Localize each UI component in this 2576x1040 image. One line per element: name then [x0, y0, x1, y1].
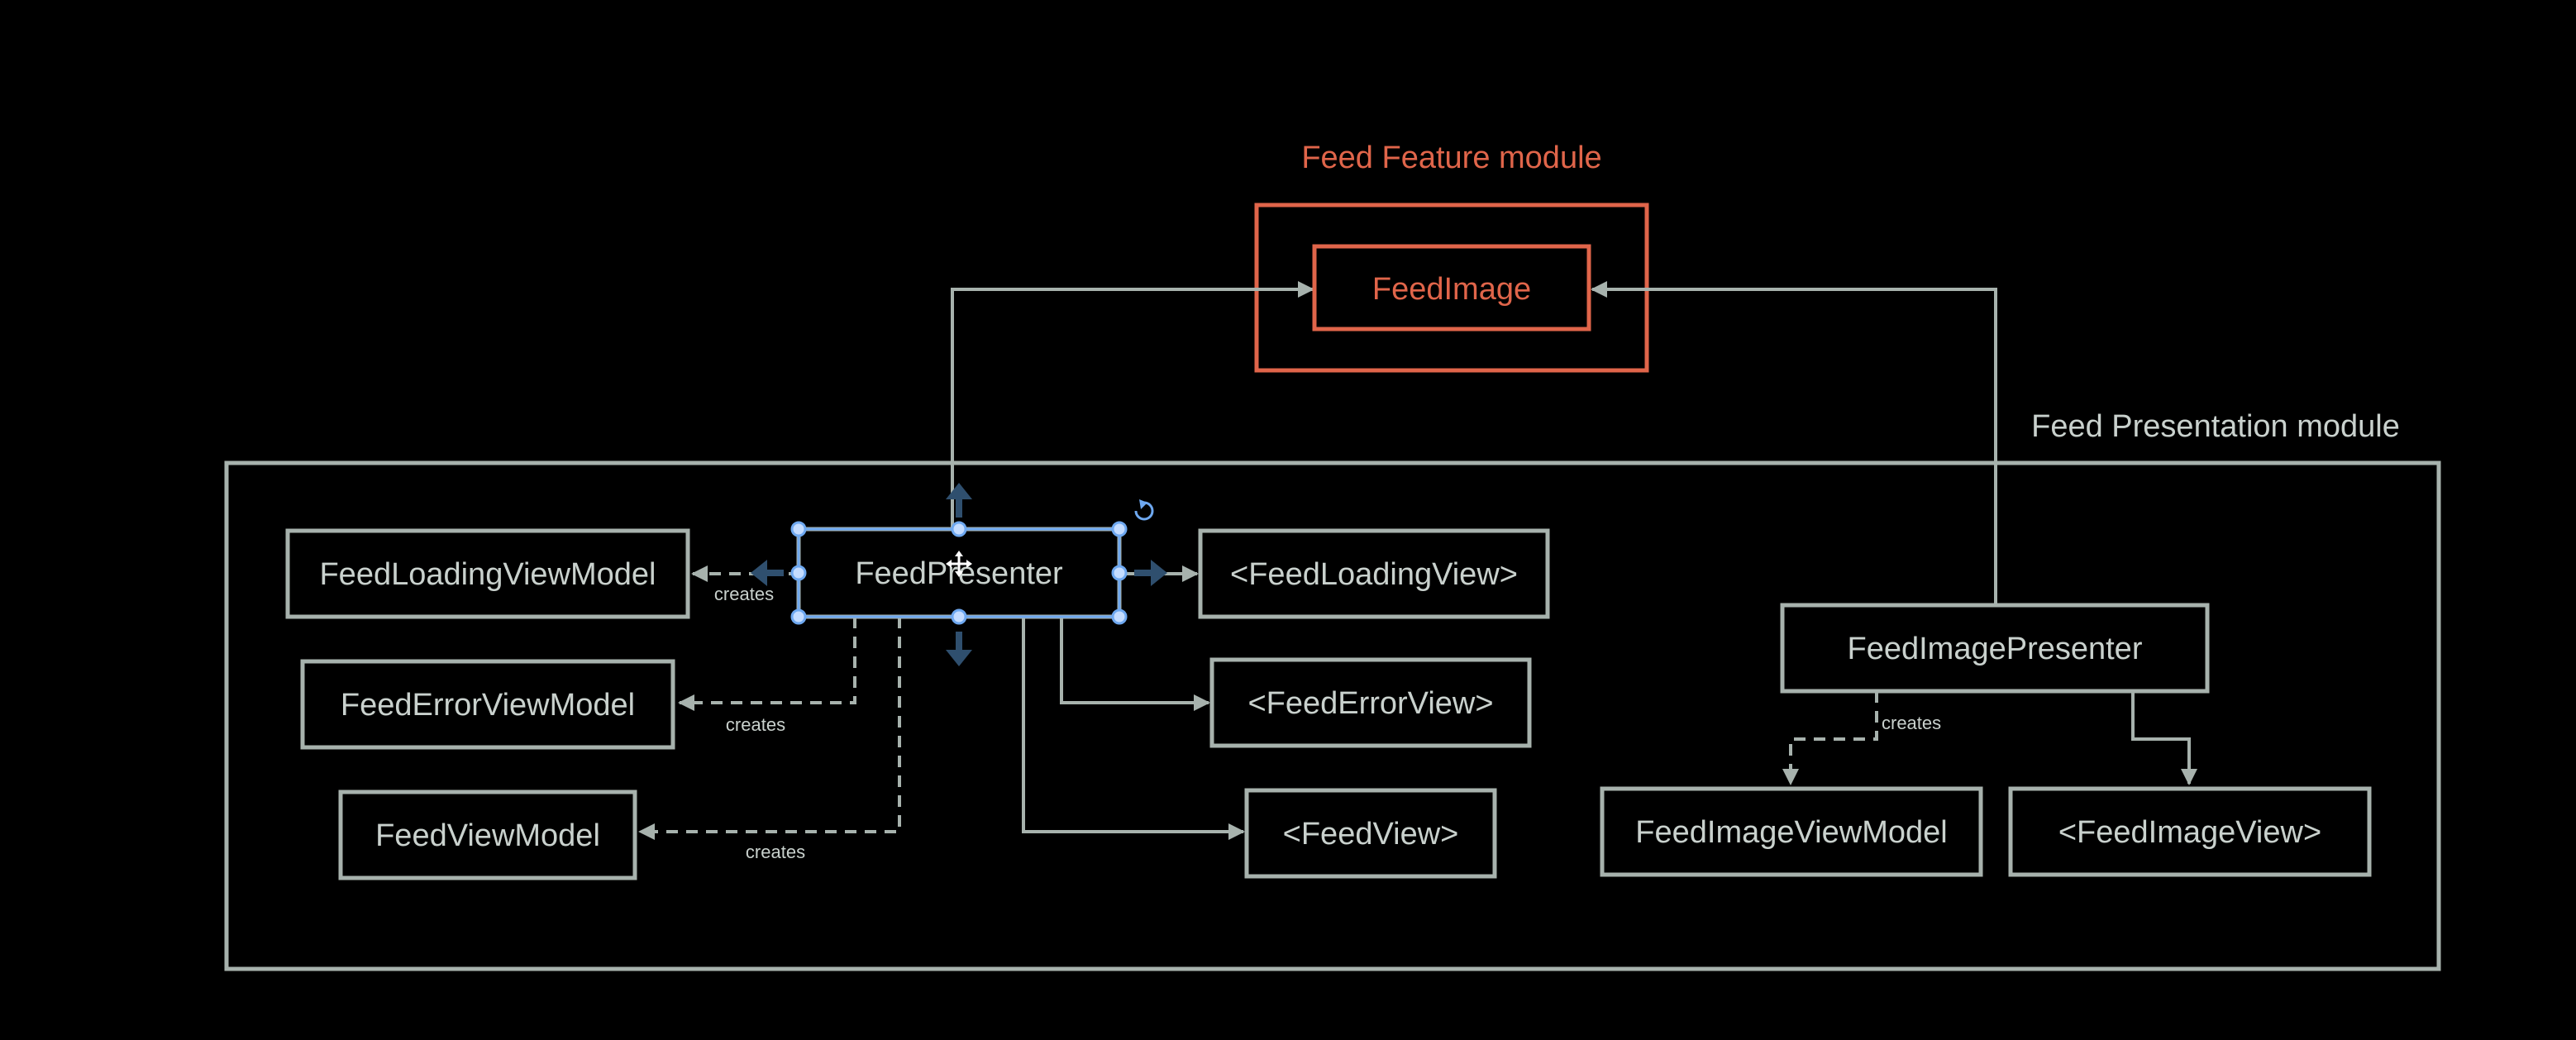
resize-handle-top-left[interactable]	[790, 521, 807, 537]
feederrorviewmodel-label: FeedErrorViewModel	[341, 688, 635, 723]
presentation-module-label: Feed Presentation module	[2031, 409, 2400, 444]
creates-label-loading: creates	[714, 584, 774, 604]
presenter-to-feedimage-edge	[951, 281, 1314, 529]
resize-handle-left[interactable]	[790, 565, 807, 581]
feedimage-node[interactable]	[1312, 244, 1591, 332]
move-cursor-icon	[946, 551, 972, 577]
resize-handle-right[interactable]	[1111, 565, 1128, 581]
resize-handle-bottom-left[interactable]	[790, 608, 807, 625]
feature-module-label: Feed Feature module	[1301, 141, 1601, 175]
resize-handle-bottom[interactable]	[951, 608, 967, 625]
creates-label-view: creates	[746, 842, 805, 862]
imagepresenter-to-imageview-edge	[2131, 691, 2197, 785]
presentation-module-container	[224, 460, 2441, 971]
feedimageviewmodel-node[interactable]	[1600, 786, 1983, 877]
feedimageviewmodel-label: FeedImageViewModel	[1635, 815, 1947, 850]
feedimage-label: FeedImage	[1372, 272, 1531, 307]
feedloadingview-label: <FeedLoadingView>	[1230, 557, 1518, 592]
feedloadingview-node[interactable]	[1198, 528, 1550, 619]
presenter-creates-errorviewmodel-edge	[678, 617, 856, 711]
rotate-handle-icon[interactable]	[1134, 499, 1154, 521]
feedimagepresenter-label: FeedImagePresenter	[1848, 632, 2143, 666]
presenter-creates-viewmodel-edge	[638, 617, 901, 840]
connect-arrow-right-icon[interactable]	[1134, 560, 1167, 586]
feederrorview-node[interactable]	[1209, 657, 1532, 748]
feedview-node[interactable]	[1244, 788, 1497, 879]
feedloadingviewmodel-label: FeedLoadingViewModel	[319, 557, 656, 592]
connect-arrow-up-icon[interactable]	[946, 483, 972, 518]
feederrorview-label: <FeedErrorView>	[1247, 686, 1493, 721]
feedviewmodel-node[interactable]	[338, 790, 637, 880]
feederrorviewmodel-node[interactable]	[300, 659, 675, 750]
imagepresenter-to-feedimage-edge	[1591, 281, 1997, 605]
feedloadingviewmodel-node[interactable]	[285, 528, 690, 619]
feedimageview-node[interactable]	[2008, 786, 2372, 877]
feedimagepresenter-node[interactable]	[1780, 603, 2210, 694]
feedimageview-label: <FeedImageView>	[2058, 815, 2321, 850]
resize-handle-bottom-right[interactable]	[1111, 608, 1128, 625]
resize-handle-top-right[interactable]	[1111, 521, 1128, 537]
presenter-to-feedview-edge	[1022, 617, 1245, 840]
connect-arrow-down-icon[interactable]	[946, 632, 972, 666]
creates-label-error: creates	[726, 714, 785, 735]
resize-handle-top[interactable]	[951, 521, 967, 537]
creates-label-image: creates	[1882, 713, 1941, 733]
presenter-to-errorview-edge	[1060, 617, 1210, 711]
imagepresenter-creates-viewmodel-edge	[1782, 691, 1878, 785]
feedviewmodel-label: FeedViewModel	[375, 818, 600, 853]
feedview-label: <FeedView>	[1283, 817, 1459, 852]
connect-arrow-left-icon[interactable]	[751, 560, 784, 586]
